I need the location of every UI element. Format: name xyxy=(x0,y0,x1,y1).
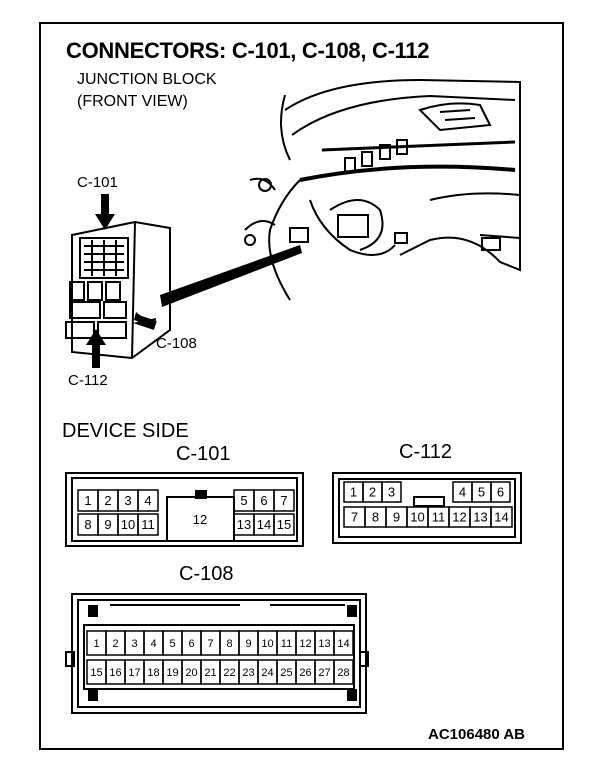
pin-number: 9 xyxy=(393,510,400,525)
connector-c112-label: C-112 xyxy=(399,441,452,463)
pin-number: 20 xyxy=(185,667,197,679)
view-label-line1: JUNCTION BLOCK xyxy=(77,71,217,88)
figure-frame xyxy=(39,22,564,750)
pin-number: 9 xyxy=(104,517,111,532)
pin-number: 1 xyxy=(84,493,91,508)
pin-number: 14 xyxy=(257,517,271,532)
pin-cell xyxy=(333,659,354,685)
pin-number: 8 xyxy=(84,517,91,532)
pin-number: 16 xyxy=(109,667,121,679)
pin-number: 22 xyxy=(223,667,235,679)
pin-number: 7 xyxy=(280,493,287,508)
pin-cell xyxy=(273,489,295,512)
pin-number: 18 xyxy=(147,667,159,679)
pin-number: 12 xyxy=(452,510,466,525)
pin-number: 2 xyxy=(112,638,118,650)
connector-c108-label: C-108 xyxy=(179,563,234,585)
pin-number: 8 xyxy=(372,510,379,525)
pin-number: 14 xyxy=(494,510,508,525)
pin-cell xyxy=(137,513,159,536)
pin-number: 26 xyxy=(299,667,311,679)
pin-number: 10 xyxy=(410,510,424,525)
pin-number: 28 xyxy=(337,667,349,679)
pin-cell xyxy=(333,630,354,656)
pin-number: 10 xyxy=(121,517,135,532)
pin-number: 4 xyxy=(150,638,156,650)
pin-number: 3 xyxy=(388,485,395,500)
pin-number: 23 xyxy=(242,667,254,679)
pin-number: 3 xyxy=(131,638,137,650)
pin-number: 14 xyxy=(337,638,349,650)
pin-number: 1 xyxy=(350,485,357,500)
pin-number: 1 xyxy=(93,638,99,650)
pin-number: 13 xyxy=(473,510,487,525)
pin-number: 2 xyxy=(369,485,376,500)
pin-number: 5 xyxy=(169,638,175,650)
pin-number: 11 xyxy=(432,510,446,525)
pin-number: 10 xyxy=(261,638,273,650)
pin-number: 4 xyxy=(459,485,466,500)
callout-c112: C-112 xyxy=(68,372,108,389)
pin-number: 7 xyxy=(351,510,358,525)
pin-number: 15 xyxy=(277,517,291,532)
pin-cell xyxy=(137,489,159,512)
pin-number: 12 xyxy=(299,638,311,650)
pin-cell xyxy=(273,513,295,536)
pin-number: 21 xyxy=(204,667,216,679)
pin-number: 25 xyxy=(280,667,292,679)
pin-number: 6 xyxy=(260,493,267,508)
pin-number: 3 xyxy=(124,493,131,508)
pin-number: 13 xyxy=(318,638,330,650)
pin-number: 9 xyxy=(245,638,251,650)
pin-number: 11 xyxy=(141,517,155,532)
pin-cell xyxy=(490,506,513,528)
pin-number-center: 12 xyxy=(193,512,207,527)
view-label-line2: (FRONT VIEW) xyxy=(77,93,188,110)
pin-number: 6 xyxy=(188,638,194,650)
pin-number: 13 xyxy=(237,517,251,532)
callout-c101: C-101 xyxy=(77,174,118,191)
pin-number: 5 xyxy=(478,485,485,500)
pin-cell xyxy=(490,481,511,503)
pin-number: 5 xyxy=(240,493,247,508)
pin-number: 19 xyxy=(166,667,178,679)
pin-number: 17 xyxy=(128,667,140,679)
pin-number: 7 xyxy=(207,638,213,650)
pin-number: 6 xyxy=(497,485,504,500)
pin-cell xyxy=(381,481,402,503)
pin-number: 4 xyxy=(144,493,151,508)
section-label-device-side: DEVICE SIDE xyxy=(62,420,189,442)
figure-title: CONNECTORS: C-101, C-108, C-112 xyxy=(66,38,430,63)
pin-number: 15 xyxy=(90,667,102,679)
pin-number: 27 xyxy=(318,667,330,679)
pin-number: 2 xyxy=(104,493,111,508)
pin-number: 24 xyxy=(261,667,273,679)
callout-c108: C-108 xyxy=(156,335,197,352)
pin-number: 11 xyxy=(281,638,292,650)
pin-number: 8 xyxy=(226,638,232,650)
connector-c101-label: C-101 xyxy=(176,443,231,465)
figure-id: AC106480 AB xyxy=(428,726,525,743)
